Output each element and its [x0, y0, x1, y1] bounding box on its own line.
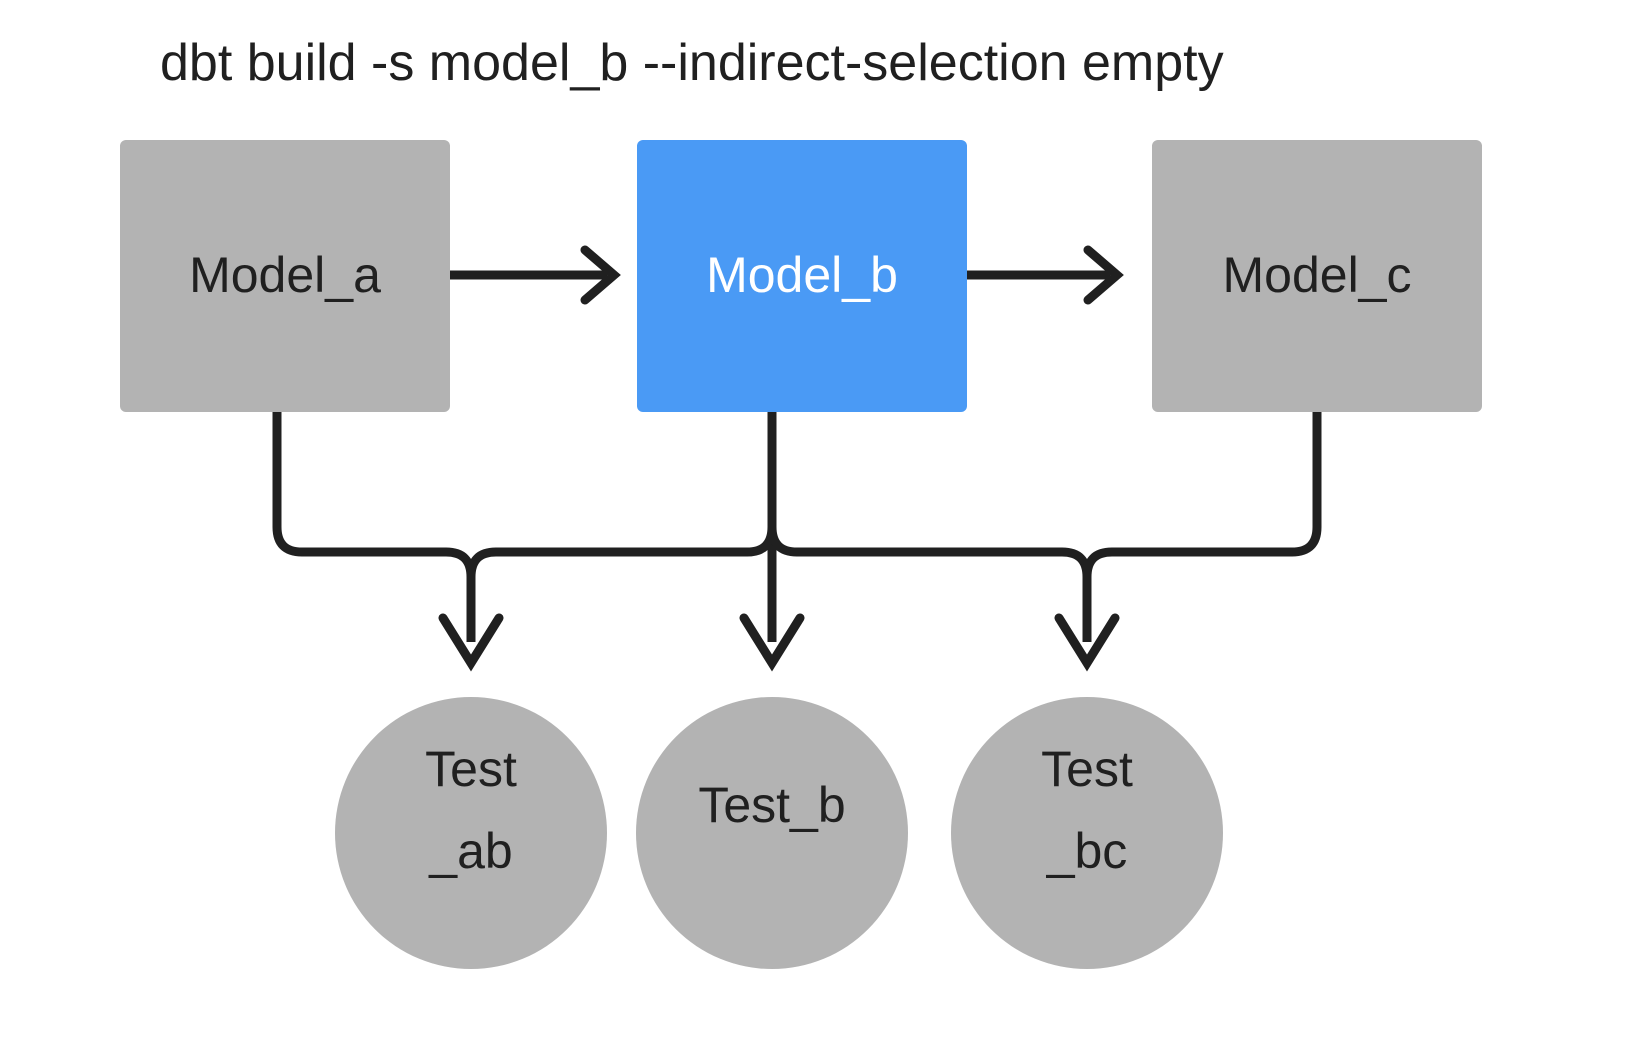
arrow-head-icon	[580, 245, 621, 305]
node-test-bc-shape[interactable]	[951, 697, 1223, 969]
edge-model-a-to-test-ab	[272, 412, 504, 672]
node-model-a-shape[interactable]	[120, 140, 450, 412]
node-model-c-label: Model_c	[1223, 247, 1412, 303]
node-model-a-label: Model_a	[189, 247, 381, 303]
node-model-c[interactable]: Model_c	[1152, 140, 1482, 412]
edge-line	[272, 412, 476, 642]
model-node-layer: Model_a Model_b Model_c	[120, 140, 1482, 412]
node-test-ab-shape[interactable]	[335, 697, 607, 969]
arrow-head-icon	[1083, 245, 1124, 305]
node-model-b[interactable]: Model_b	[637, 140, 967, 412]
edge-line	[767, 412, 1092, 578]
node-test-b[interactable]: Test_b	[636, 697, 908, 969]
edge-model-a-to-model-b	[450, 245, 621, 305]
edge-line	[466, 412, 777, 578]
node-test-bc-label-line1: Test	[1041, 741, 1133, 797]
edge-model-b-to-model-c	[967, 245, 1124, 305]
node-model-a[interactable]: Model_a	[120, 140, 450, 412]
node-test-bc-label-line2: _bc	[1046, 823, 1128, 879]
edge-model-b-to-test-bc	[767, 412, 1092, 578]
page-title: dbt build -s model_b --indirect-selectio…	[160, 34, 1224, 92]
edge-model-b-to-test-ab	[466, 412, 777, 578]
node-model-b-shape[interactable]	[637, 140, 967, 412]
node-test-ab-label-line1: Test	[425, 741, 517, 797]
node-test-b-shape[interactable]	[636, 697, 908, 969]
node-model-b-label: Model_b	[706, 247, 898, 303]
node-model-c-shape[interactable]	[1152, 140, 1482, 412]
arrow-head-icon	[1054, 613, 1120, 672]
node-test-b-label-line1: Test_b	[698, 777, 845, 833]
test-node-layer: Test _ab Test_b Test _bc	[335, 697, 1223, 969]
node-test-ab-label-line2: _ab	[428, 823, 512, 879]
edge-layer	[272, 245, 1322, 672]
node-test-ab[interactable]: Test _ab	[335, 697, 607, 969]
arrow-head-icon	[438, 613, 504, 672]
edge-model-c-to-test-bc	[1054, 412, 1322, 672]
edge-line	[1082, 412, 1322, 642]
arrow-head-icon	[739, 613, 805, 672]
node-test-bc[interactable]: Test _bc	[951, 697, 1223, 969]
